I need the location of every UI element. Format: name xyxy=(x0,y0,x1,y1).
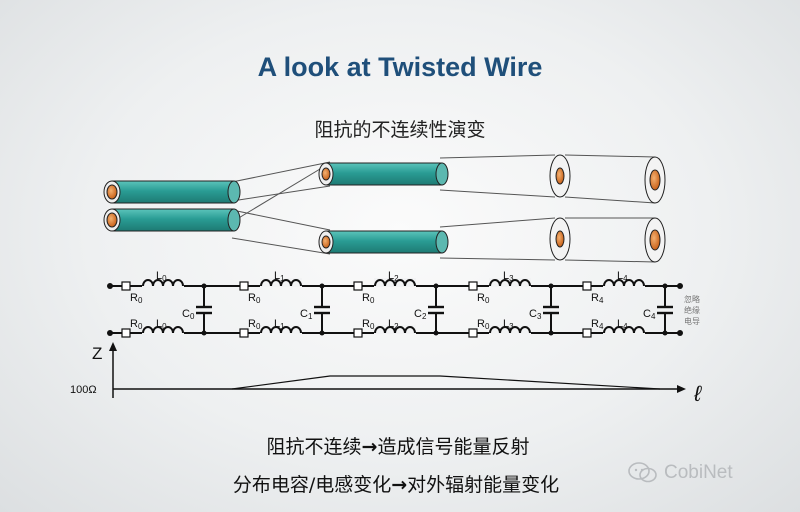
slide-title: A look at Twisted Wire xyxy=(257,52,543,82)
inductor-label: L2 xyxy=(388,270,399,283)
resistor-label: R4 xyxy=(591,292,604,305)
resistor xyxy=(468,328,478,338)
y-axis-label: Z xyxy=(92,344,102,363)
resistor xyxy=(582,281,592,291)
wire-outline-upper xyxy=(231,154,656,223)
junction xyxy=(201,283,207,289)
capacitor-label: C1 xyxy=(300,308,313,321)
line2-before: 分布电容/电感变化 xyxy=(232,474,392,496)
resistor xyxy=(239,328,249,338)
inductor xyxy=(603,279,645,287)
inductor xyxy=(489,326,531,334)
resistor-label: R0 xyxy=(248,292,261,305)
wire-illustration xyxy=(103,154,666,263)
resistor xyxy=(582,328,592,338)
resistor-label: R0 xyxy=(362,292,375,305)
conclusion-line-2: 分布电容/电感变化→对外辐射能量变化 xyxy=(0,470,796,497)
capacitor-label: C3 xyxy=(529,308,542,321)
line2-after: 对外辐射能量变化 xyxy=(407,474,560,496)
junction xyxy=(319,283,325,289)
resistor xyxy=(239,281,249,291)
side-note: 忽略 绝缘 电导 xyxy=(684,294,700,326)
resistor xyxy=(121,328,131,338)
watermark: CobiNet xyxy=(628,462,733,484)
impedance-plot: Z ℓ 100Ω xyxy=(70,342,702,406)
side-note-line: 电导 xyxy=(684,316,700,326)
y-tick-label: 100Ω xyxy=(70,384,97,396)
inductor-label: L4 xyxy=(617,318,628,331)
resistor-label: R0 xyxy=(248,318,261,331)
junction xyxy=(201,330,207,336)
capacitor-label: C2 xyxy=(414,308,427,321)
inductor xyxy=(142,326,184,334)
side-note-line: 绝缘 xyxy=(684,305,700,315)
side-note-line: 忽略 xyxy=(684,294,700,304)
inductor xyxy=(260,326,302,334)
inductor-label: L3 xyxy=(503,318,514,331)
junction xyxy=(662,283,668,289)
inductor-label: L4 xyxy=(617,270,628,283)
wire-segment-2-lower xyxy=(549,217,666,263)
inductor-label: L0 xyxy=(156,318,167,331)
resistor-label: R4 xyxy=(591,318,604,331)
wire-segment-0-upper xyxy=(103,180,241,204)
resistor-label: R0 xyxy=(477,292,490,305)
capacitor-label: C4 xyxy=(643,308,656,321)
wire-outline-lower xyxy=(231,209,656,263)
junction xyxy=(548,330,554,336)
inductor xyxy=(374,279,416,287)
inductor xyxy=(374,326,416,334)
slide-subtitle: 阻抗的不连续性演变 xyxy=(314,119,486,141)
junction xyxy=(662,330,668,336)
inductor xyxy=(603,326,645,334)
wire-segment-1-upper xyxy=(318,162,449,186)
junction xyxy=(319,330,325,336)
wire-segment-0-lower xyxy=(103,208,241,232)
inductor xyxy=(260,279,302,287)
resistor xyxy=(468,281,478,291)
x-axis-arrow xyxy=(677,385,686,393)
resistor-label: R0 xyxy=(130,318,143,331)
y-axis-arrow xyxy=(109,342,117,351)
capacitor-label: C0 xyxy=(182,308,195,321)
conclusion-line-1: 阻抗不连续→造成信号能量反射 xyxy=(0,432,798,459)
inductor-label: L1 xyxy=(274,270,285,283)
inductor xyxy=(142,279,184,287)
inductor-label: L0 xyxy=(156,270,167,283)
impedance-curve xyxy=(231,375,661,390)
wire-segment-2-upper xyxy=(549,154,666,204)
inductor-label: L1 xyxy=(274,318,285,331)
resistor xyxy=(353,281,363,291)
right-arrow-icon: → xyxy=(391,474,408,496)
junction xyxy=(548,283,554,289)
resistor-label: R0 xyxy=(130,292,143,305)
junction xyxy=(433,330,439,336)
inductor-label: L2 xyxy=(388,318,399,331)
inductor xyxy=(489,279,531,287)
x-axis-label: ℓ xyxy=(693,381,702,406)
inductor-label: L3 xyxy=(503,270,514,283)
wechat-icon xyxy=(628,462,658,484)
right-arrow-icon: → xyxy=(361,436,378,458)
wire-segment-1-lower xyxy=(318,230,449,254)
watermark-text: CobiNet xyxy=(664,462,733,483)
line1-before: 阻抗不连续 xyxy=(266,436,362,458)
junction xyxy=(433,283,439,289)
resistor-label: R0 xyxy=(477,318,490,331)
resistor xyxy=(121,281,131,291)
line1-after: 造成信号能量反射 xyxy=(377,436,530,458)
resistor xyxy=(353,328,363,338)
resistor-label: R0 xyxy=(362,318,375,331)
